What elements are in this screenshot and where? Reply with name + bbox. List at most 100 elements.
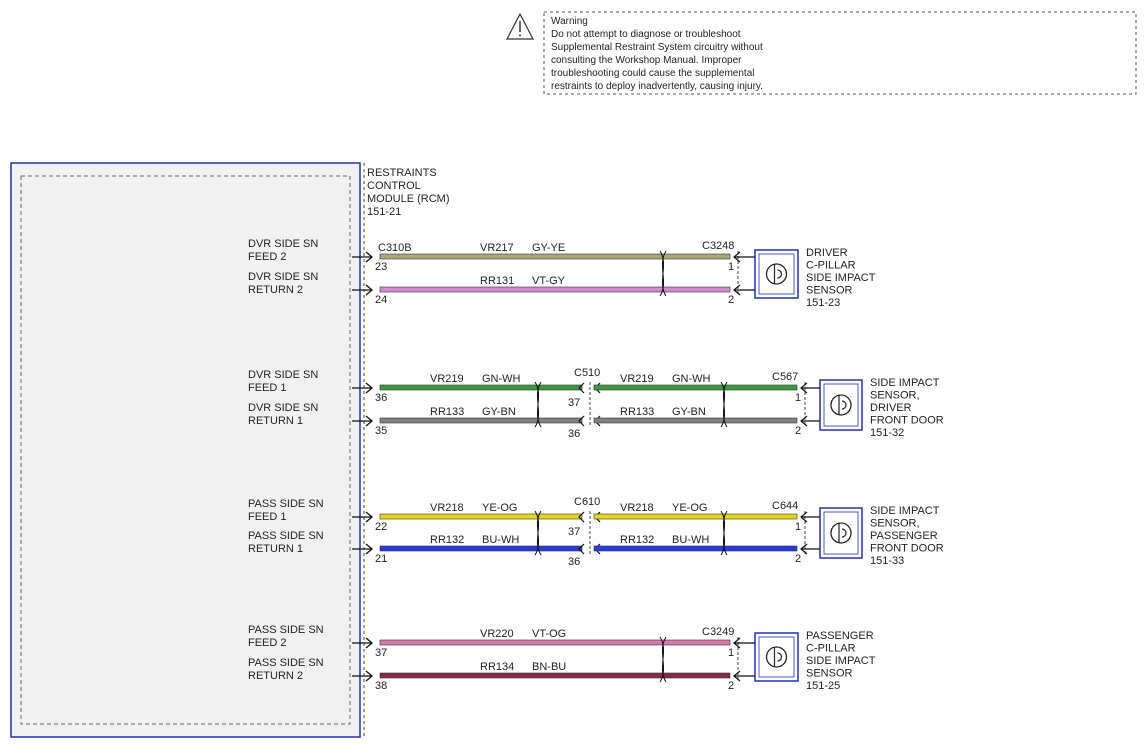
rcm-outer-border	[10, 162, 361, 738]
inline-connector-id: C610	[574, 496, 600, 508]
rcm-inner-border	[20, 175, 351, 725]
twisted-pair-marker	[720, 381, 728, 428]
pin-arrow	[365, 670, 374, 682]
module-pin-number: 24	[375, 294, 387, 306]
sensor-icon	[765, 646, 788, 668]
sensor-box	[819, 507, 863, 559]
sensor-ref-number: 151-33	[870, 555, 904, 567]
pin-arrow	[365, 415, 374, 427]
rcm-name-line: RESTRAINTS	[367, 167, 437, 179]
sensor-connector-id: C567	[772, 371, 798, 383]
pin-arrow	[365, 284, 374, 296]
inline-pin-number: 36	[568, 428, 580, 440]
sensor-connector-id: C644	[772, 500, 798, 512]
sensor-pin-number: 1	[795, 521, 801, 533]
pin-arrow	[578, 543, 585, 555]
pin-arrow	[365, 637, 374, 649]
pin-arrow	[365, 382, 374, 394]
sensor-pin-number: 2	[795, 553, 801, 565]
sensor-name-line: DRIVER	[870, 402, 912, 414]
pin-function-label: FEED 2	[248, 637, 287, 649]
pin-arrow	[578, 511, 585, 523]
wire-color-code: VT-OG	[532, 628, 566, 640]
module-pin-number: 22	[375, 521, 387, 533]
sensor-ref-number: 151-25	[806, 680, 840, 692]
circuit-number: VR218	[430, 502, 464, 514]
wire	[593, 545, 798, 552]
wire	[379, 384, 583, 391]
circuit-number: RR133	[430, 406, 464, 418]
pin-function-label: DVR SIDE SN	[248, 402, 318, 414]
sensor-name-line: SIDE IMPACT	[870, 505, 940, 517]
module-pin-number: 38	[375, 680, 387, 692]
pin-function-label: RETURN 2	[248, 670, 303, 682]
module-pin-number: 36	[375, 392, 387, 404]
rcm-name-line: CONTROL	[367, 180, 421, 192]
pin-function-label: PASS SIDE SN	[248, 530, 324, 542]
sensor-name-line: DRIVER	[806, 247, 848, 259]
wire	[379, 513, 583, 520]
circuit-number: VR219	[430, 373, 464, 385]
pin-function-label: FEED 1	[248, 511, 287, 523]
inline-pin-number: 36	[568, 556, 580, 568]
sensor-ref-number: 151-23	[806, 297, 840, 309]
module-pin-number: 23	[375, 261, 387, 273]
sensor-name-line: FRONT DOOR	[870, 543, 944, 555]
sensor-pin-number: 1	[728, 647, 734, 659]
sensor-icon	[765, 263, 788, 285]
pin-function-label: RETURN 1	[248, 415, 303, 427]
warning-line: Do not attempt to diagnose or troublesho…	[551, 29, 741, 40]
circuit-number: RR132	[620, 534, 654, 546]
wire-color-code: GN-WH	[672, 373, 711, 385]
wire-color-code: GY-YE	[532, 242, 565, 254]
module-pin-number: 37	[375, 647, 387, 659]
pin-function-label: FEED 2	[248, 251, 287, 263]
twisted-pair-marker	[720, 510, 728, 556]
circuit-number: VR219	[620, 373, 654, 385]
rcm-connector-id: C310B	[378, 242, 412, 254]
inline-connector-id: C510	[574, 367, 600, 379]
module-pin-number: 35	[375, 425, 387, 437]
warning-line: troubleshooting could cause the suppleme…	[551, 68, 754, 79]
twisted-pair-marker	[534, 510, 542, 556]
wire-color-code: GY-BN	[672, 406, 706, 418]
sensor-name-line: FRONT DOOR	[870, 415, 944, 427]
module-pin-number: 21	[375, 553, 387, 565]
circuit-number: VR220	[480, 628, 514, 640]
sensor-icon	[830, 394, 852, 416]
sensor-box-inner	[823, 383, 859, 427]
sensor-name-line: SENSOR	[806, 668, 853, 680]
sensor-ref-number: 151-32	[870, 427, 904, 439]
twisted-pair-marker	[659, 250, 667, 297]
twisted-pair-marker	[534, 381, 542, 428]
wire-color-code: BU-WH	[672, 534, 709, 546]
wire	[379, 639, 731, 646]
twisted-pair-marker	[659, 636, 667, 683]
pin-function-label: FEED 1	[248, 382, 287, 394]
wire-color-code: YE-OG	[482, 502, 517, 514]
inline-pin-number: 37	[568, 526, 580, 538]
wire	[379, 286, 731, 293]
rcm-name-line: MODULE (RCM)	[367, 193, 450, 205]
pin-arrow	[578, 415, 585, 427]
wire	[379, 672, 731, 679]
sensor-name-line: PASSENGER	[806, 630, 874, 642]
wire-color-code: GN-WH	[482, 373, 521, 385]
pin-function-label: RETURN 1	[248, 543, 303, 555]
sensor-name-line: SIDE IMPACT	[870, 377, 940, 389]
wire-color-code: BN-BU	[532, 661, 566, 673]
wire	[593, 513, 798, 520]
pin-function-label: DVR SIDE SN	[248, 369, 318, 381]
sensor-name-line: C-PILLAR	[806, 643, 856, 655]
sensor-box-inner	[758, 253, 795, 295]
pin-arrow	[365, 511, 374, 523]
sensor-box	[754, 632, 799, 682]
pin-arrow	[365, 543, 374, 555]
sensor-pin-number: 2	[795, 425, 801, 437]
sensor-name-line: PASSENGER	[870, 530, 938, 542]
circuit-number: VR217	[480, 242, 514, 254]
